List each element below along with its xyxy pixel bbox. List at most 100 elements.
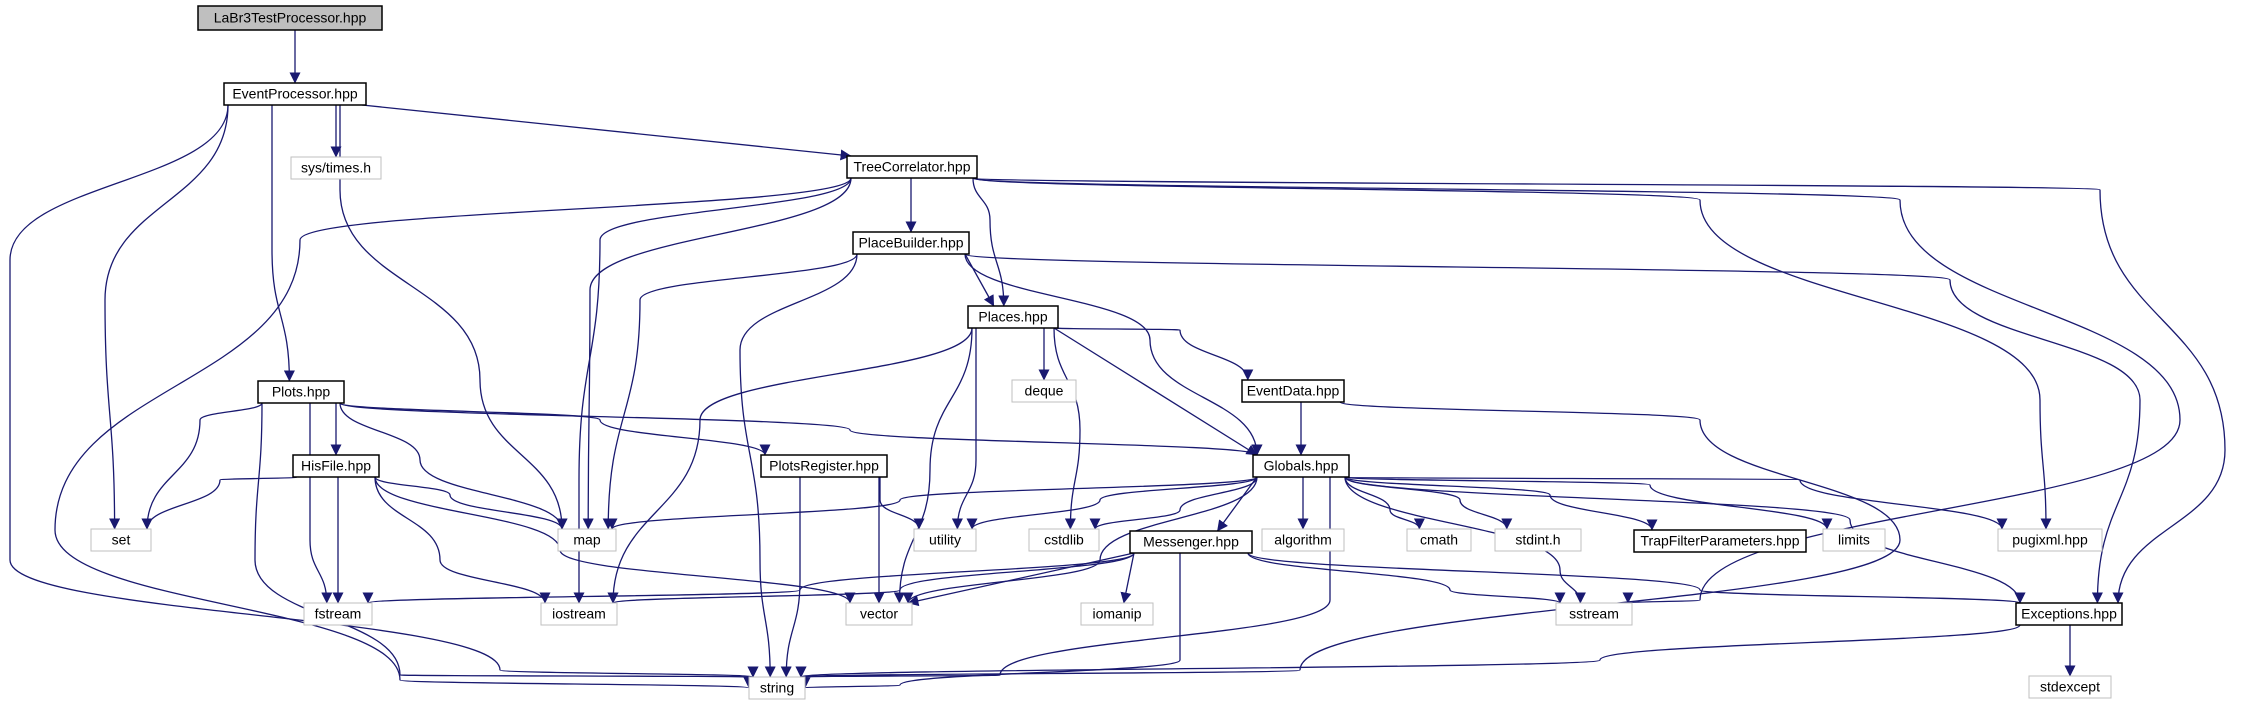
node-label-cstdlib: cstdlib [1044, 532, 1084, 548]
node-label-treecorrelator: TreeCorrelator.hpp [854, 159, 971, 175]
edge-treecorrelator-to-sstream [972, 177, 2181, 604]
node-box-iostream [540, 602, 618, 626]
edge-globals-to-trapfilter [1344, 476, 1658, 531]
node-hisfile[interactable]: HisFile.hpp [292, 454, 380, 478]
node-plots[interactable]: Plots.hpp [257, 380, 345, 404]
node-label-cmath: cmath [1420, 532, 1458, 548]
edge-places-to-vector [893, 327, 973, 604]
node-messenger[interactable]: Messenger.hpp [1129, 530, 1253, 554]
node-root[interactable]: LaBr3TestProcessor.hpp [197, 5, 383, 31]
edge-places-to-globals [1053, 327, 1258, 456]
node-box-deque [1011, 379, 1077, 403]
node-box-sstream [1555, 602, 1633, 626]
edge-places-to-eventdata [1053, 327, 1254, 381]
edge-treecorrelator-to-places [972, 177, 1010, 307]
node-places[interactable]: Places.hpp [967, 305, 1059, 329]
edge-plots-to-plotsregister [339, 402, 771, 456]
node-treecorrelator[interactable]: TreeCorrelator.hpp [846, 155, 978, 179]
node-box-stdexcept [2028, 675, 2112, 699]
node-iomanip: iomanip [1080, 602, 1154, 626]
edge-globals-to-cmath [1344, 476, 1425, 530]
edge-globals-to-utility [966, 476, 1258, 530]
node-cmath: cmath [1406, 528, 1472, 552]
node-box-cmath [1406, 528, 1472, 552]
edge-treecorrelator-to-pugixml [972, 177, 2052, 530]
node-label-fstream: fstream [315, 606, 362, 622]
node-placebuilder[interactable]: PlaceBuilder.hpp [852, 231, 970, 255]
node-cstdlib: cstdlib [1028, 528, 1100, 552]
node-label-algorithm: algorithm [1274, 532, 1332, 548]
node-box-eventprocessor [223, 82, 367, 106]
node-exceptions[interactable]: Exceptions.hpp [2015, 602, 2123, 626]
edge-globals-to-messenger [1216, 476, 1258, 532]
node-utility: utility [913, 528, 977, 552]
edge-placebuilder-to-exceptions [964, 253, 2141, 604]
node-label-plotsregister: PlotsRegister.hpp [769, 458, 879, 474]
edge-treecorrelator-to-string [54, 177, 852, 689]
edge-plots-to-fstream [309, 403, 333, 604]
node-box-hisfile [292, 454, 380, 478]
edge-messenger-to-sstream [1247, 552, 1566, 604]
edge-messenger-to-fstream [363, 552, 1135, 604]
node-box-set [90, 528, 152, 552]
node-globals[interactable]: Globals.hpp [1252, 454, 1350, 478]
node-box-iomanip [1080, 602, 1154, 626]
edge-hisfile-to-map [374, 476, 568, 530]
edge-plots-to-map [339, 402, 568, 530]
node-plotsregister[interactable]: PlotsRegister.hpp [760, 454, 888, 478]
node-box-map [557, 528, 617, 552]
node-pugixml: pugixml.hpp [1997, 528, 2103, 552]
edge-eventprocessor-to-plots [271, 105, 295, 382]
edge-placebuilder-to-string [739, 253, 858, 678]
node-box-limits [1822, 528, 1886, 552]
edge-placebuilder-to-places [964, 253, 995, 307]
node-label-deque: deque [1025, 383, 1064, 399]
node-label-placebuilder: PlaceBuilder.hpp [858, 235, 963, 251]
node-label-vector: vector [860, 606, 898, 622]
node-label-limits: limits [1838, 532, 1870, 548]
edge-hisfile-to-set [141, 476, 298, 530]
edge-plots-to-string [254, 402, 755, 678]
edge-messenger-to-iomanip [1120, 552, 1135, 604]
node-fstream: fstream [303, 602, 373, 626]
nodes-layer: LaBr3TestProcessor.hppEventProcessor.hpp… [90, 5, 2123, 700]
node-label-set: set [112, 532, 131, 548]
node-box-systimes [290, 156, 382, 180]
node-box-root [197, 5, 383, 31]
node-box-string [748, 676, 806, 700]
node-stdexcept: stdexcept [2028, 675, 2112, 699]
node-label-iostream: iostream [552, 606, 606, 622]
edge-plotsregister-to-string [780, 477, 801, 678]
edge-plotsregister-to-utility [879, 477, 925, 530]
node-box-fstream [303, 602, 373, 626]
edge-eventdata-to-string [797, 401, 1901, 678]
node-box-treecorrelator [846, 155, 978, 179]
node-box-globals [1252, 454, 1350, 478]
node-label-map: map [573, 532, 600, 548]
node-label-eventdata: EventData.hpp [1247, 383, 1340, 399]
node-label-eventprocessor: EventProcessor.hpp [232, 86, 358, 102]
node-trapfilter[interactable]: TrapFilterParameters.hpp [1633, 529, 1807, 553]
node-label-root: LaBr3TestProcessor.hpp [214, 10, 367, 26]
node-label-exceptions: Exceptions.hpp [2021, 606, 2117, 622]
node-box-eventdata [1241, 379, 1345, 403]
node-iostream: iostream [540, 602, 618, 626]
node-eventprocessor[interactable]: EventProcessor.hpp [223, 82, 367, 106]
edge-placebuilder-to-map [602, 253, 858, 530]
node-algorithm: algorithm [1261, 528, 1345, 552]
edge-messenger-to-vector [907, 552, 1135, 607]
node-box-exceptions [2015, 602, 2123, 626]
edge-eventprocessor-to-treecorrelator [361, 104, 852, 161]
node-label-globals: Globals.hpp [1264, 458, 1339, 474]
edge-plots-to-globals [339, 402, 1263, 456]
node-box-messenger [1129, 530, 1253, 554]
node-label-places: Places.hpp [978, 309, 1047, 325]
node-sstream: sstream [1555, 602, 1633, 626]
edge-globals-to-pugixml [1344, 476, 2008, 530]
node-box-utility [913, 528, 977, 552]
node-box-vector [845, 602, 913, 626]
node-eventdata[interactable]: EventData.hpp [1241, 379, 1345, 403]
edge-messenger-to-string [800, 553, 1181, 689]
node-vector: vector [845, 602, 913, 626]
